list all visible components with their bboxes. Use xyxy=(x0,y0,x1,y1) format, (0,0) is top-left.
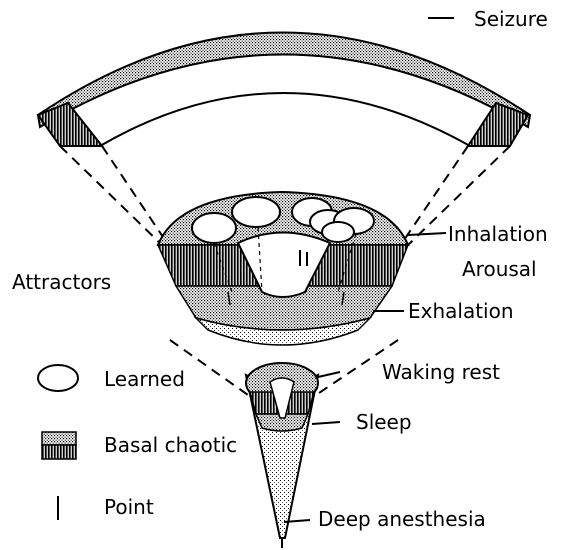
legend-title: Attractors xyxy=(12,270,111,294)
deep-anesthesia-label: Deep anesthesia xyxy=(318,507,486,531)
ellipse-icon xyxy=(38,365,78,391)
hatched-box-icon xyxy=(42,432,76,459)
arousal-disk xyxy=(158,192,408,345)
legend-learned-label: Learned xyxy=(104,367,185,391)
exhalation-label: Exhalation xyxy=(408,299,514,323)
arousal-label: Arousal xyxy=(462,257,537,281)
sleep-label: Sleep xyxy=(356,410,412,434)
legend-point-label: Point xyxy=(104,495,154,519)
seizure-label: Seizure xyxy=(474,7,548,31)
waking-rest-label: Waking rest xyxy=(382,360,500,384)
inhalation-label: Inhalation xyxy=(448,222,548,246)
legend-basal-chaotic-label: Basal chaotic xyxy=(104,433,237,457)
seizure-arc xyxy=(38,33,530,147)
